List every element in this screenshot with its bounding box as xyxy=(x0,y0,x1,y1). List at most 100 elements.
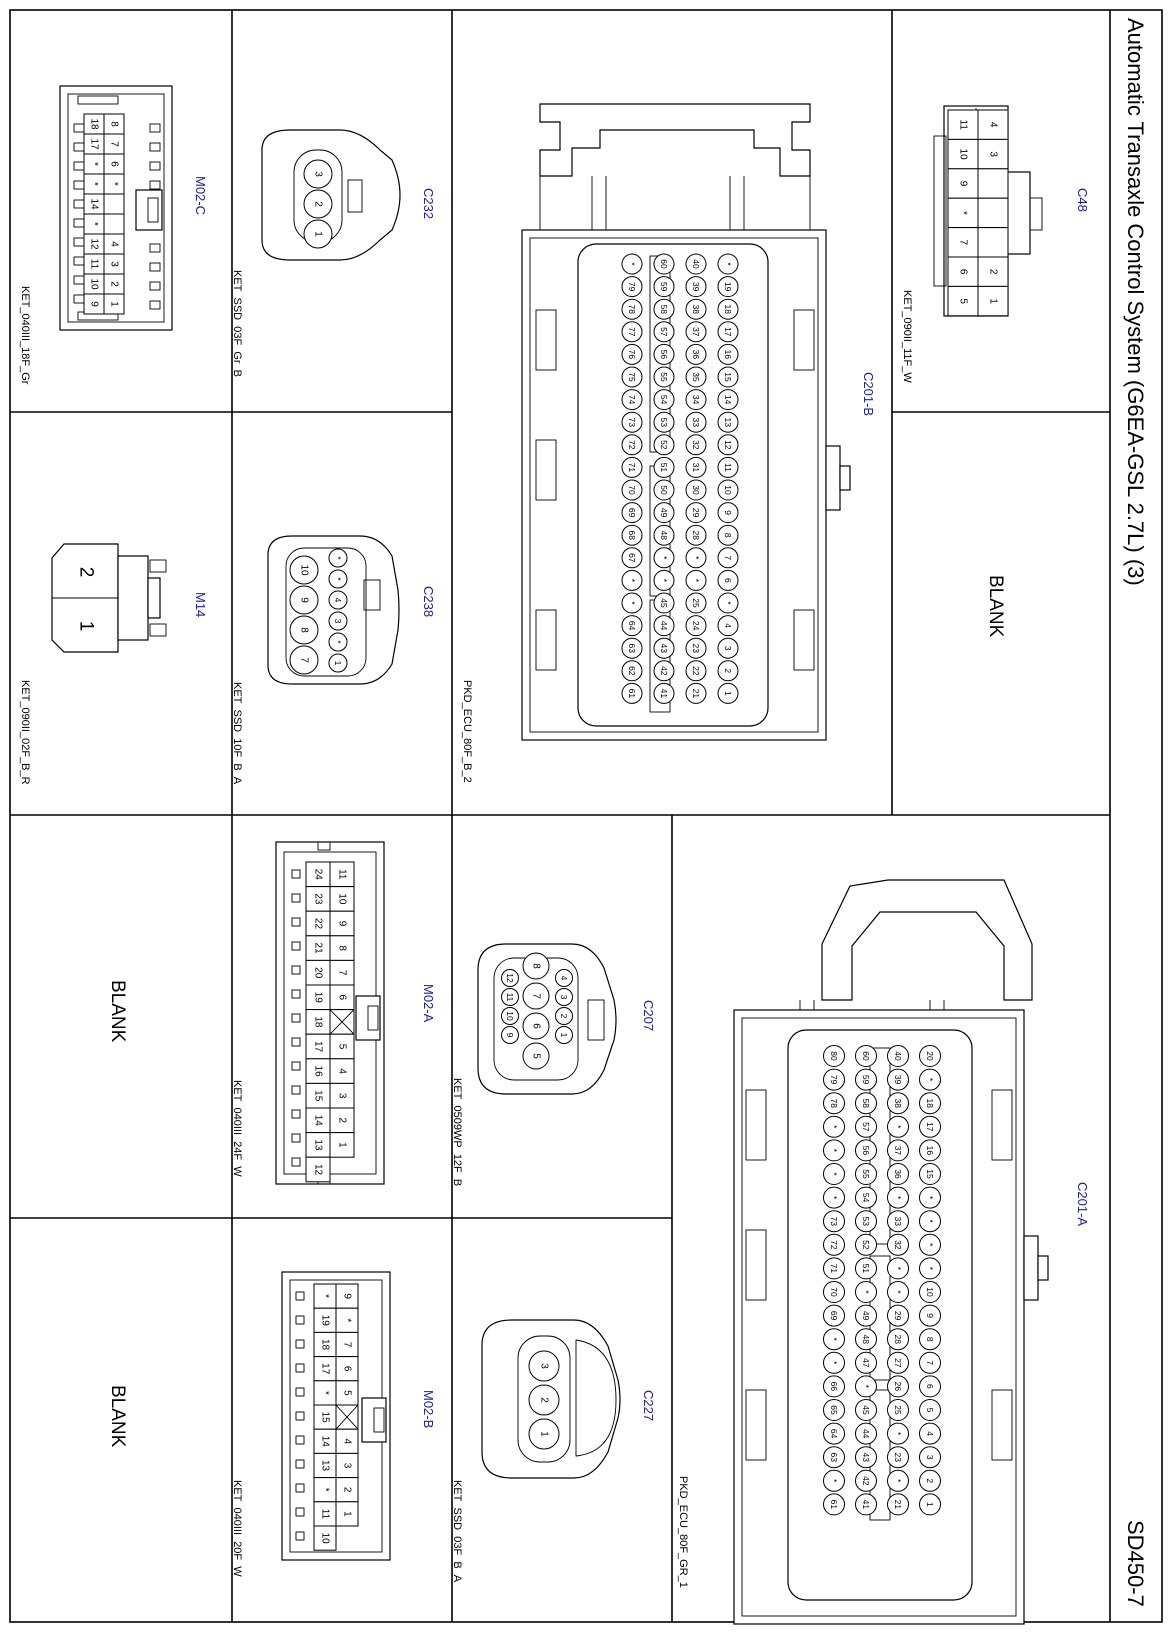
side-latch xyxy=(295,1531,305,1541)
pin-label: 5 xyxy=(958,298,969,304)
pin-label: 1 xyxy=(559,1033,569,1038)
pin-cell: 10 xyxy=(329,886,355,912)
side-latch xyxy=(295,1339,305,1349)
pin-circle xyxy=(823,1446,845,1469)
pin: * xyxy=(887,1186,909,1209)
pin-label: 70 xyxy=(829,1287,839,1297)
pin-circle xyxy=(717,524,739,546)
pin-label: 14 xyxy=(313,1115,324,1127)
pin: 1 xyxy=(528,1418,560,1450)
pin: 8 xyxy=(919,1328,941,1351)
connector-name: M02-A xyxy=(421,984,436,1023)
pin: 32 xyxy=(685,434,707,456)
connector-code: KET_090II_02F_B_R xyxy=(19,680,31,785)
pin-cell: 9 xyxy=(83,293,105,315)
pin-circle xyxy=(653,592,675,614)
pin-circle xyxy=(717,434,739,456)
pin-box xyxy=(947,109,979,140)
pin: 23 xyxy=(685,637,707,659)
pin-box xyxy=(977,256,1009,287)
pin-label: 12 xyxy=(89,238,100,250)
pin-circle xyxy=(653,276,675,298)
pin-label: * xyxy=(925,1243,935,1247)
pin: 3 xyxy=(555,988,573,1006)
pin-label: 10 xyxy=(337,893,348,905)
pin-circle xyxy=(855,1422,877,1445)
pin: 66 xyxy=(823,1375,845,1398)
pin-circle xyxy=(717,569,739,591)
pin-circle xyxy=(685,615,707,637)
pin-label: 55 xyxy=(861,1169,871,1179)
pin-label: 40 xyxy=(893,1051,903,1061)
pin-label: * xyxy=(958,211,969,215)
pin: 58 xyxy=(653,298,675,320)
pin-label: 14 xyxy=(723,395,733,405)
pin-label: 67 xyxy=(627,553,637,563)
pin-circle xyxy=(717,389,739,411)
pin-circle xyxy=(289,555,319,585)
pin-cell: 6 xyxy=(103,153,125,175)
pin: 32 xyxy=(887,1233,909,1256)
pin-label: * xyxy=(893,1290,903,1294)
pin-circle xyxy=(887,1281,909,1303)
pin: 2 xyxy=(303,189,333,219)
pin-label: 45 xyxy=(659,598,669,608)
connector-name: C227 xyxy=(641,1390,656,1421)
pin-circle xyxy=(621,343,643,365)
pin-circle xyxy=(653,366,675,388)
pin-cell: 13 xyxy=(305,1132,331,1158)
pin: 21 xyxy=(685,682,707,704)
pin-label: 51 xyxy=(861,1264,871,1274)
pin-label: 8 xyxy=(299,627,310,633)
pin-circle xyxy=(855,1257,877,1280)
pin: 76 xyxy=(621,343,643,365)
connector-name: C232 xyxy=(421,188,436,219)
pin-label: 9 xyxy=(723,510,733,515)
pin-circle xyxy=(919,1328,941,1351)
pin-circle xyxy=(887,1399,909,1421)
pin: * xyxy=(855,1375,877,1398)
pin-circle xyxy=(653,524,675,546)
pin: 4 xyxy=(328,590,348,610)
pin-circle xyxy=(653,637,675,659)
pin-circle xyxy=(685,682,707,704)
pin-cell: * xyxy=(313,1283,337,1309)
side-latch xyxy=(149,262,161,272)
pin: 22 xyxy=(685,660,707,682)
pin: * xyxy=(685,547,707,569)
pin: 58 xyxy=(855,1092,877,1115)
pin-label: * xyxy=(333,640,343,644)
pin-label: 13 xyxy=(723,417,733,427)
pin-box xyxy=(329,1107,355,1134)
pin: 59 xyxy=(855,1068,877,1091)
pin: * xyxy=(887,1257,909,1280)
pin-circle xyxy=(328,569,348,589)
pin-label: 5 xyxy=(342,1390,353,1396)
pin-circle xyxy=(887,1422,909,1445)
pin-circle xyxy=(823,1233,845,1256)
pin-label: 18 xyxy=(320,1339,331,1351)
connector-name: C201-A xyxy=(1075,1182,1090,1226)
pin-label: 5 xyxy=(337,1044,348,1050)
pin-label: 2 xyxy=(723,668,733,673)
pin-label: * xyxy=(861,1385,871,1389)
pin-cell: 7 xyxy=(103,133,125,155)
pin-cell: 5 xyxy=(335,1380,359,1406)
pin-box xyxy=(329,935,355,961)
pin: 2 xyxy=(528,1384,560,1416)
pin: 3 xyxy=(919,1446,941,1469)
pin-label: 54 xyxy=(659,395,669,405)
pin: 44 xyxy=(855,1422,877,1445)
connector-code: PKD_ECU_80F_B_2 xyxy=(461,680,473,783)
pin-label: 7 xyxy=(925,1360,935,1365)
pin-circle xyxy=(501,1007,519,1025)
side-latch xyxy=(291,1013,301,1023)
pin-box xyxy=(947,256,979,287)
pin: 37 xyxy=(887,1139,909,1162)
pin-circle xyxy=(717,682,739,704)
pin: 29 xyxy=(685,502,707,524)
pin: * xyxy=(328,569,348,589)
pin-label: 8 xyxy=(925,1337,935,1342)
pin-label: 63 xyxy=(829,1452,839,1462)
pin: * xyxy=(887,1469,909,1492)
